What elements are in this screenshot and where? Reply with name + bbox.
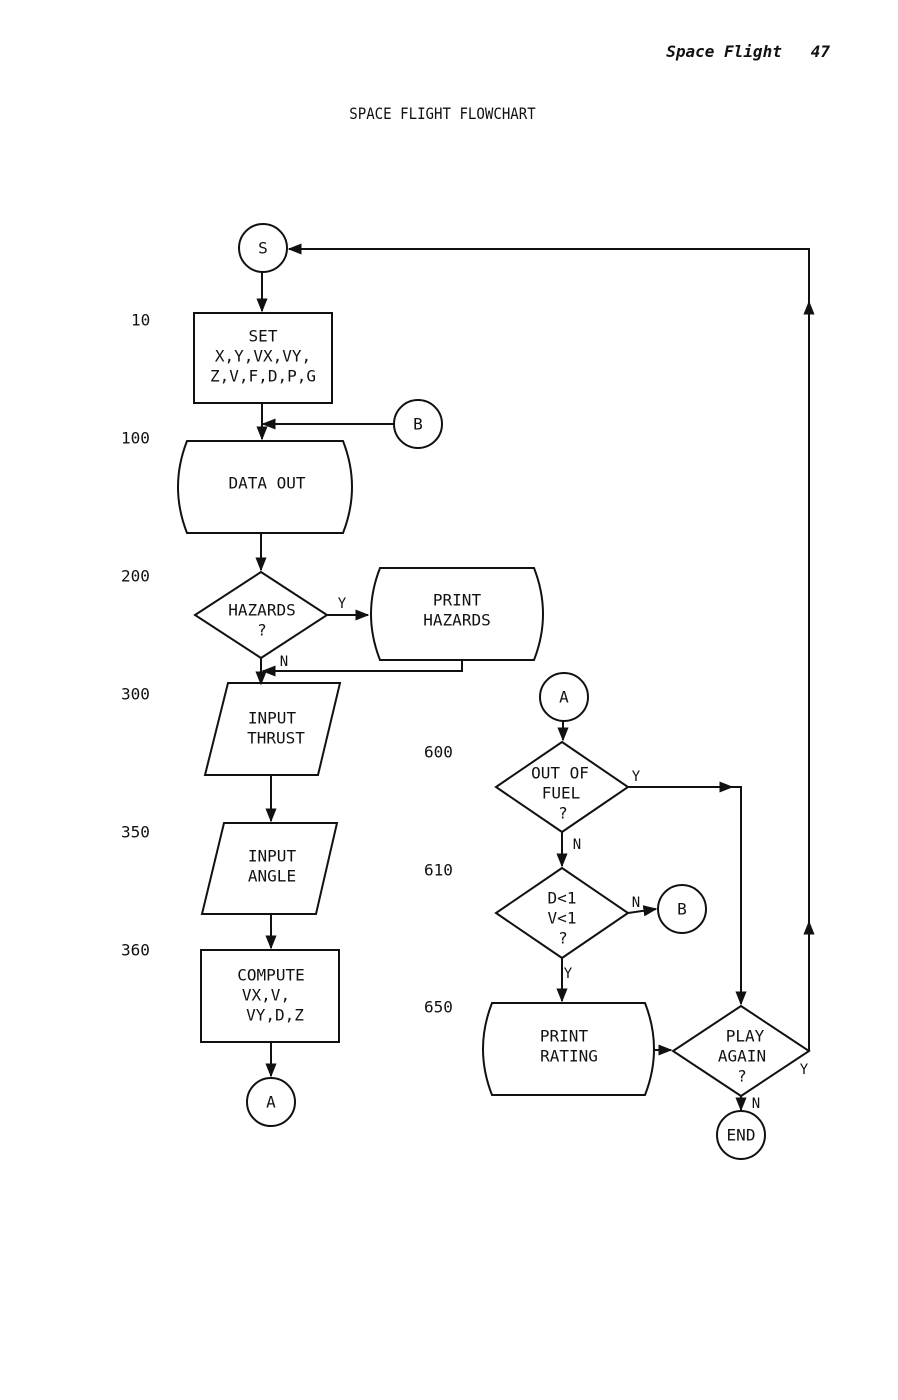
edge-labels: Y N Y N N Y Y N	[280, 596, 809, 1112]
out-of-fuel-label-line-2: FUEL	[542, 784, 581, 803]
page-title: SPACE FLIGHT FLOWCHART	[349, 104, 536, 123]
connector-a-bottom	[246, 1077, 296, 1127]
print-hazards-label-line-1: PRINT	[433, 591, 482, 610]
fuel-yes-label: Y	[632, 769, 641, 785]
running-head: Space Flight 47	[600, 42, 830, 61]
data-out-label: DATA OUT	[228, 474, 305, 493]
running-title: Space Flight	[666, 42, 782, 61]
hazards-no-label: N	[280, 654, 288, 670]
page-number: 47	[810, 42, 830, 61]
play-again-label-line-1: PLAY	[726, 1027, 765, 1046]
flow-dv-no	[627, 905, 658, 917]
connectors	[255, 243, 815, 1112]
play-again-label-line-2: AGAIN	[718, 1047, 766, 1066]
hazards-label-line-2: ?	[257, 621, 267, 640]
out-of-fuel-label-line-3: ?	[558, 804, 568, 823]
line-number-data-out: 100	[121, 429, 150, 448]
dv-check-label-line-3: ?	[558, 929, 568, 948]
compute-label-line-3: VY,D,Z	[246, 1006, 304, 1025]
set-label-line-1: SET	[249, 327, 278, 346]
out-of-fuel-label-line-1: OUT OF	[531, 764, 589, 783]
input-thrust-parallelogram	[203, 682, 342, 776]
connector-a-top-label: A	[559, 688, 569, 707]
line-number-input-thrust: 300	[121, 685, 150, 704]
line-number-compute: 360	[121, 941, 150, 960]
set-label-line-2: X,Y,VX,VY,	[215, 347, 311, 366]
line-number-out-of-fuel: 600	[424, 743, 453, 762]
line-number-input-angle: 350	[121, 823, 150, 842]
print-hazards-label-line-2: HAZARDS	[423, 611, 490, 630]
print-rating-label-line-1: PRINT	[540, 1027, 589, 1046]
flow-print-hazards-return	[261, 660, 463, 677]
input-angle-parallelogram	[200, 822, 339, 915]
flow-fuel-yes-line	[628, 786, 747, 1006]
dv-no-label: N	[632, 895, 640, 911]
compute-label-line-1: COMPUTE	[237, 966, 304, 985]
program-line-numbers: 10 100 200 300 350 360 600 610 650	[121, 311, 453, 1017]
input-thrust-label-line-2: THRUST	[247, 729, 305, 748]
play-no-label: N	[752, 1096, 760, 1112]
flow-play-yes-loop	[287, 243, 810, 1051]
connector-a-bottom-label: A	[266, 1093, 276, 1112]
line-number-dv-check: 610	[424, 861, 453, 880]
play-yes-label: Y	[800, 1062, 809, 1078]
compute-label-line-2: VX,V,	[242, 986, 290, 1005]
end-label: END	[727, 1126, 756, 1145]
input-angle-label-line-1: INPUT	[248, 847, 297, 866]
connector-b-right-label: B	[677, 900, 687, 919]
dv-check-label-line-1: D<1	[548, 889, 577, 908]
play-again-label-line-3: ?	[737, 1067, 747, 1086]
dv-check-label-line-2: V<1	[548, 909, 577, 928]
data-out-terminal	[177, 440, 353, 534]
connector-b-top-label: B	[413, 415, 423, 434]
hazards-label-line-1: HAZARDS	[228, 601, 295, 620]
line-number-hazards: 200	[121, 567, 150, 586]
line-number-print-rating: 650	[424, 998, 453, 1017]
print-hazards-terminal	[370, 567, 544, 661]
print-rating-terminal	[482, 1002, 655, 1096]
fuel-no-label: N	[573, 837, 581, 853]
node-labels: S SET X,Y,VX,VY, Z,V,F,D,P,G B DATA OUT …	[210, 239, 766, 1145]
set-label-line-3: Z,V,F,D,P,G	[210, 367, 316, 386]
input-angle-label-line-2: ANGLE	[248, 867, 296, 886]
dv-yes-label: Y	[564, 966, 573, 982]
line-number-set: 10	[131, 311, 150, 330]
connector-b-right	[657, 884, 707, 934]
start-label: S	[258, 239, 268, 258]
input-thrust-label-line-1: INPUT	[248, 709, 297, 728]
print-rating-label-line-2: RATING	[540, 1047, 598, 1066]
hazards-yes-label: Y	[338, 596, 347, 612]
